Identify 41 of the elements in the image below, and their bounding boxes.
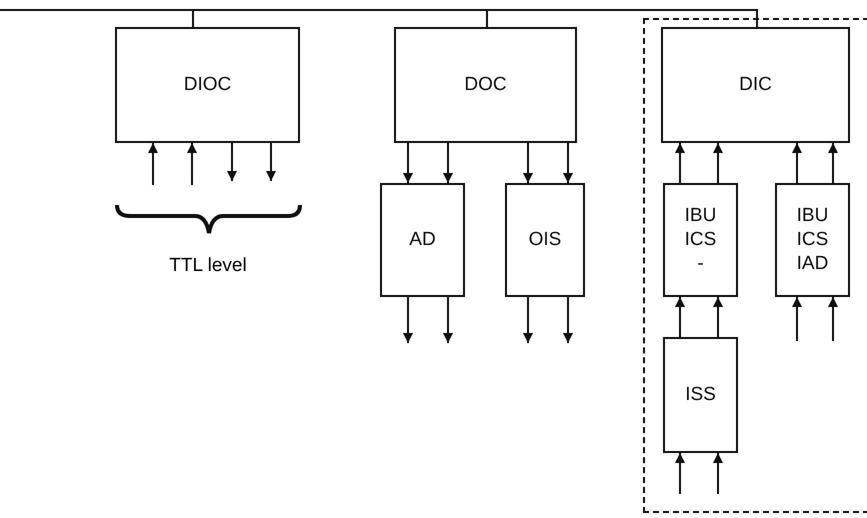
dashed-group-frame bbox=[643, 18, 867, 513]
block-label: DIOC bbox=[184, 73, 232, 97]
arrow bbox=[713, 453, 723, 494]
arrow bbox=[563, 297, 573, 343]
arrow bbox=[828, 297, 838, 341]
block-box bbox=[505, 183, 585, 297]
block-box bbox=[663, 183, 738, 297]
arrow bbox=[443, 297, 453, 343]
block-label: IBU ICS - bbox=[684, 204, 716, 276]
arrow bbox=[713, 297, 723, 337]
block-label: DIC bbox=[739, 73, 772, 97]
arrow bbox=[523, 143, 533, 183]
arrow bbox=[675, 297, 685, 337]
arrow bbox=[148, 143, 158, 185]
arrow bbox=[523, 297, 533, 343]
arrow bbox=[187, 143, 197, 185]
block-label: OIS bbox=[528, 228, 562, 252]
block-box bbox=[115, 27, 300, 143]
block-label: IBU ICS IAD bbox=[796, 204, 828, 276]
arrow bbox=[675, 143, 685, 183]
block-label: DOC bbox=[464, 73, 507, 97]
block-box bbox=[663, 337, 738, 453]
block-box bbox=[661, 27, 850, 143]
block-label: ISS bbox=[685, 383, 716, 407]
arrow bbox=[227, 143, 237, 181]
block-box bbox=[394, 27, 577, 143]
arrow bbox=[792, 297, 802, 341]
arrow bbox=[828, 143, 838, 183]
arrow bbox=[792, 143, 802, 183]
arrow bbox=[563, 143, 573, 183]
signal-level-label: TTL level bbox=[168, 255, 248, 277]
block-box bbox=[380, 183, 465, 297]
arrow bbox=[403, 143, 413, 183]
arrow bbox=[266, 143, 276, 181]
arrow bbox=[713, 143, 723, 183]
block-label: AD bbox=[409, 228, 436, 252]
arrow bbox=[443, 143, 453, 183]
arrow bbox=[675, 453, 685, 494]
block-box bbox=[775, 183, 850, 297]
arrow bbox=[403, 297, 413, 343]
bus-line bbox=[0, 9, 758, 27]
